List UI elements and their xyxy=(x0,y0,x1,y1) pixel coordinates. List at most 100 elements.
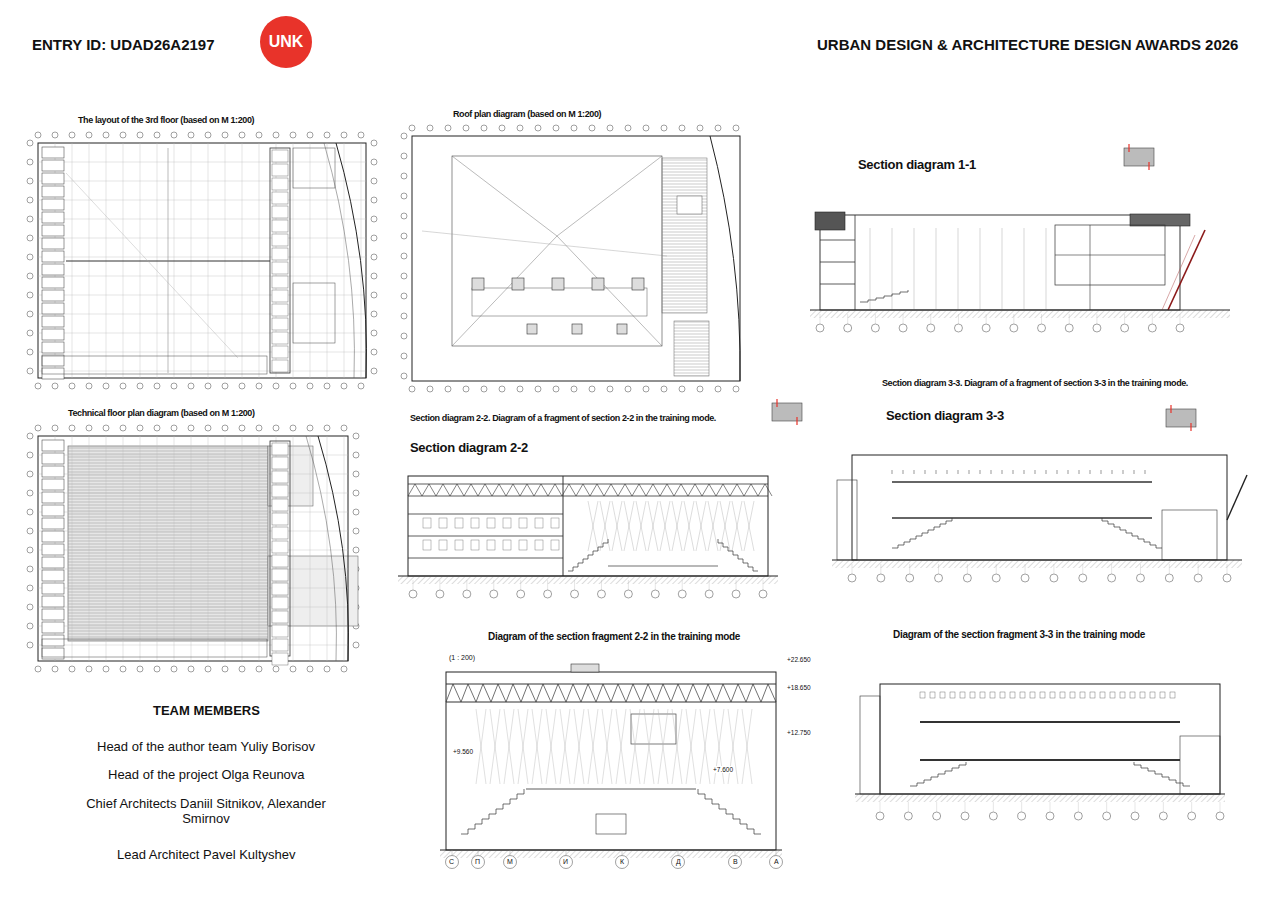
axis-bubble xyxy=(371,159,377,165)
drawing-line xyxy=(422,231,667,256)
drawing-line xyxy=(1041,314,1042,324)
drawing-line xyxy=(557,156,662,236)
axis-bubble xyxy=(844,324,852,332)
drawing-line xyxy=(38,181,366,182)
drawing-line xyxy=(38,588,348,589)
axis-bubble xyxy=(1021,574,1029,582)
axis-bubble xyxy=(401,173,407,179)
drawing-rect xyxy=(272,541,288,553)
axis-bubble xyxy=(256,132,262,138)
drawing-line xyxy=(1079,470,1080,474)
drawing-line xyxy=(644,709,654,784)
axis-bubble xyxy=(290,383,296,389)
drawing-line xyxy=(1078,802,1079,812)
drawing-rect xyxy=(423,518,431,528)
drawing-line xyxy=(920,721,1180,723)
drawing-line xyxy=(504,709,514,784)
axis-bubble xyxy=(27,235,33,241)
axis-bubble xyxy=(137,425,143,431)
drawing-line xyxy=(526,789,696,790)
drawing-line xyxy=(66,173,238,358)
drawing-line xyxy=(520,580,521,590)
axis-bubble xyxy=(1194,574,1202,582)
axis-bubble xyxy=(481,125,487,131)
drawing-rect xyxy=(617,324,627,334)
drawing-line xyxy=(936,802,937,812)
drawing-rect xyxy=(272,346,288,358)
panel-title: Technical floor plan diagram (based on M… xyxy=(68,408,255,418)
axis-bubble xyxy=(1038,324,1046,332)
axis-bubble xyxy=(770,856,783,869)
drawing-line xyxy=(602,709,612,784)
drawing-line xyxy=(700,709,710,784)
drawing-line xyxy=(1046,470,1047,474)
drawing-line xyxy=(820,262,855,263)
drawing-rect xyxy=(68,446,268,641)
axis-bubble xyxy=(679,125,685,131)
axis-bubble xyxy=(353,528,359,534)
axis-bubble xyxy=(409,590,417,598)
drawing-line xyxy=(909,564,910,574)
drawing-rect xyxy=(42,355,64,366)
drawing-rect xyxy=(272,304,288,316)
axis-bubble xyxy=(341,383,347,389)
level-mark: +9.560 xyxy=(452,748,474,755)
axis-bubble xyxy=(256,666,262,672)
drawing-rect xyxy=(1040,692,1045,698)
axis-bubble xyxy=(27,433,33,439)
axis-bubble xyxy=(401,373,407,379)
drawing-rect xyxy=(940,692,945,698)
drawing-rect xyxy=(1110,692,1115,698)
drawing-line xyxy=(38,645,348,646)
axis-bubble xyxy=(517,125,523,131)
drawing-line xyxy=(820,284,855,285)
drawing-line xyxy=(1090,225,1091,310)
axis-bubble xyxy=(154,132,160,138)
axis-bubble xyxy=(1050,574,1058,582)
drawing-line xyxy=(870,228,871,310)
drawing-rect xyxy=(42,303,64,314)
drawing-line xyxy=(89,436,90,661)
drawing-rect xyxy=(455,540,463,550)
drawing-line xyxy=(847,314,848,324)
axis-bubble xyxy=(732,590,740,598)
drawing-rect xyxy=(677,196,702,214)
axis-bubble xyxy=(1131,812,1139,820)
drawing-rect xyxy=(950,692,955,698)
drawing-path xyxy=(910,762,966,786)
drawing-line xyxy=(452,236,557,346)
drawing-line xyxy=(563,476,564,576)
drawing-line xyxy=(588,709,598,784)
drawing-line xyxy=(1021,802,1022,812)
drawing-rect xyxy=(272,164,288,176)
drawing-line xyxy=(996,564,997,574)
drawing-line xyxy=(38,371,366,372)
drawing-line xyxy=(672,709,682,784)
drawing-line xyxy=(696,501,706,551)
drawing-line xyxy=(1013,314,1014,324)
axis-bubble xyxy=(239,666,245,672)
drawing-rect xyxy=(1055,225,1165,285)
drawing-line xyxy=(735,850,736,855)
drawing-line xyxy=(820,240,855,241)
drawing-line xyxy=(574,580,575,590)
drawing-rect xyxy=(519,518,527,528)
axis-bubble xyxy=(589,125,595,131)
drawing-line xyxy=(398,576,778,577)
drawing-line xyxy=(106,436,107,661)
drawing-line xyxy=(686,709,696,784)
drawing-line xyxy=(566,850,567,855)
axis-bubble xyxy=(499,125,505,131)
drawing-rect xyxy=(1130,214,1190,226)
axis-bubble xyxy=(401,213,407,219)
drawing-rect xyxy=(1180,736,1220,794)
axis-bubble xyxy=(571,590,579,598)
axis-bubble xyxy=(1010,324,1018,332)
drawing-line xyxy=(588,501,598,551)
drawing-line xyxy=(980,470,981,474)
drawing-rect xyxy=(1000,692,1005,698)
axis-bubble xyxy=(982,324,990,332)
drawing-line xyxy=(1024,470,1025,474)
drawing-rect xyxy=(272,360,288,372)
drawing-rect xyxy=(272,290,288,302)
